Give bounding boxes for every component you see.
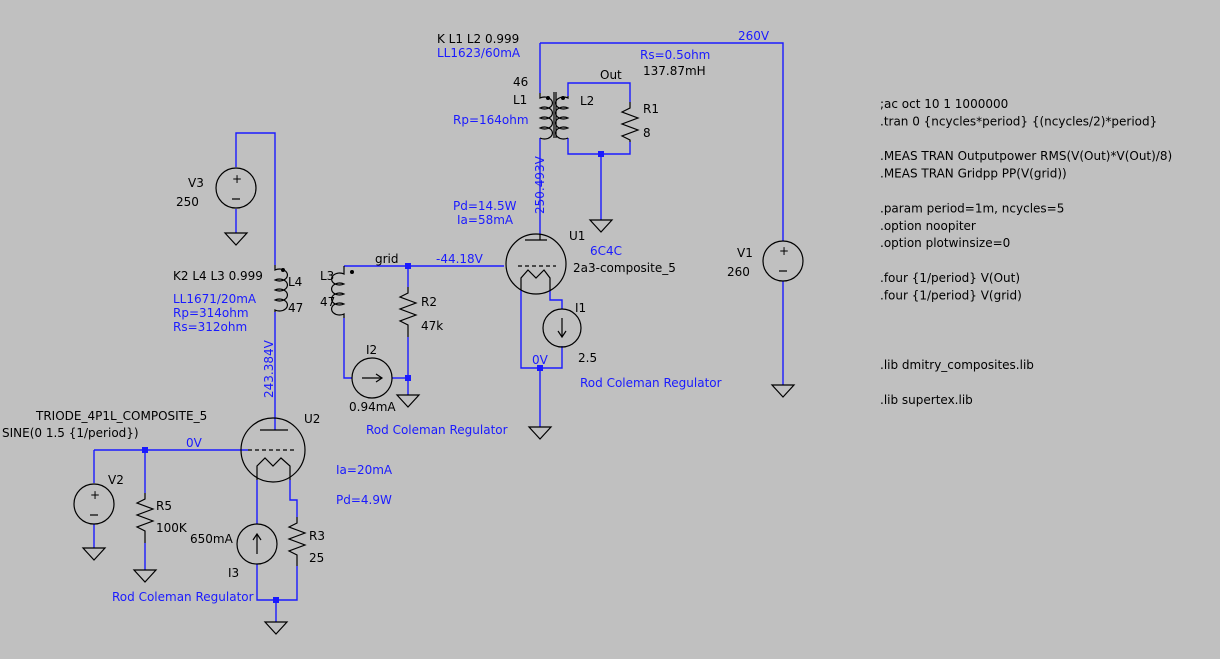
inductor-l3[interactable]	[331, 266, 354, 318]
junctions	[142, 151, 604, 603]
u1-ref: U1	[569, 229, 585, 243]
spice-directive-line: .lib dmitry_composites.lib	[880, 358, 1034, 372]
u2-pd: Pd=4.9W	[336, 493, 392, 507]
u2-ia: Ia=20mA	[336, 463, 393, 477]
r5-value: 100K	[156, 521, 188, 535]
voltage-label-u2-plate: 243.384V	[262, 339, 276, 398]
v1-value: 260	[727, 265, 750, 279]
r2-ref: R2	[421, 295, 437, 309]
u2-model: TRIODE_4P1L_COMPOSITE_5	[35, 409, 207, 423]
r1-ref: R1	[643, 102, 659, 116]
r1-value: 8	[643, 126, 651, 140]
spice-directive-line: .four {1/period} V(Out)	[880, 271, 1020, 285]
u1-ia: Ia=58mA	[457, 213, 514, 227]
u1-tube: 6C4C	[590, 244, 622, 258]
spice-directive-line: .param period=1m, ncycles=5	[880, 201, 1064, 215]
l2-ref: L2	[580, 94, 594, 108]
r3-ref: R3	[309, 529, 325, 543]
coupling-k1-label: K L1 L2 0.999	[437, 32, 519, 46]
spice-directives: ;ac oct 10 1 1000000 .tran 0 {ncycles*per…	[880, 97, 1172, 407]
l1-rp: Rp=164ohm	[453, 113, 529, 127]
l4-value: 47	[288, 301, 303, 315]
voltage-label-u1-cathode: 0V	[532, 353, 549, 367]
svg-text:+: +	[779, 244, 789, 258]
triode-u2[interactable]	[240, 417, 306, 483]
net-label-260v: 260V	[738, 29, 770, 43]
svg-text:+: +	[90, 488, 100, 502]
coupling-k1-type: LL1623/60mA	[437, 46, 521, 60]
inductor-l2[interactable]	[555, 96, 570, 140]
l4-rs: Rs=312ohm	[173, 320, 247, 334]
i3-value: 650mA	[190, 532, 234, 546]
spice-directive-line: .MEAS TRAN Gridpp PP(V(grid))	[880, 167, 1067, 181]
i2-value: 0.94mA	[349, 400, 396, 414]
spice-directive-line: ;ac oct 10 1 1000000	[880, 97, 1008, 111]
u1-pd: Pd=14.5W	[453, 199, 517, 213]
u2-ref: U2	[304, 412, 320, 426]
i3-label: Rod Coleman Regulator	[112, 590, 254, 604]
v2-ref: V2	[108, 473, 124, 487]
v3-ref: V3	[188, 176, 204, 190]
coupling-k2-label: K2 L4 L3 0.999	[173, 269, 263, 283]
net-label-grid: grid	[375, 252, 399, 266]
i1-value: 2.5	[578, 351, 597, 365]
spice-directive-line: .four {1/period} V(grid)	[880, 288, 1022, 302]
l3-value: 47	[320, 295, 335, 309]
current-source-i3[interactable]	[236, 523, 278, 565]
l4-type: LL1671/20mA	[173, 292, 257, 306]
current-source-i2[interactable]	[351, 357, 393, 399]
spice-directive-line: .option plotwinsize=0	[880, 236, 1010, 250]
l2-value: 137.87mH	[643, 64, 706, 78]
net-label-out: Out	[600, 68, 622, 82]
inductor-l1[interactable]	[538, 93, 553, 140]
r2-value: 47k	[421, 319, 443, 333]
triode-u1[interactable]	[505, 233, 567, 295]
i3-ref: I3	[228, 566, 239, 580]
r3-value: 25	[309, 551, 324, 565]
voltage-label-u2-grid: 0V	[186, 436, 203, 450]
current-source-i1[interactable]	[542, 308, 582, 348]
spice-directive-line: .tran 0 {ncycles*period} {(ncycles/2)*pe…	[880, 114, 1157, 128]
spice-directive-line: .option noopiter	[880, 219, 976, 233]
spice-directive-line: .MEAS TRAN Outputpower RMS(V(Out)*V(Out)…	[880, 149, 1172, 163]
v1-ref: V1	[737, 246, 753, 260]
voltage-source-v2[interactable]: +	[73, 483, 115, 525]
i1-ref: I1	[575, 301, 586, 315]
i2-label: Rod Coleman Regulator	[366, 423, 508, 437]
l3-ref: L3	[320, 269, 334, 283]
l1-ref: L1	[513, 93, 527, 107]
v2-value: SINE(0 1.5 {1/period})	[2, 426, 139, 440]
l1-value: 46	[513, 75, 528, 89]
resistor-r3[interactable]	[287, 517, 307, 566]
inductor-l4[interactable]	[273, 265, 288, 312]
l2-rs: Rs=0.5ohm	[640, 48, 710, 62]
i1-label: Rod Coleman Regulator	[580, 376, 722, 390]
resistor-r5[interactable]	[135, 493, 155, 543]
resistor-r2[interactable]	[398, 287, 418, 337]
spice-directive-line: .lib supertex.lib	[880, 393, 973, 407]
i2-ref: I2	[366, 343, 377, 357]
r5-ref: R5	[156, 499, 172, 513]
l4-ref: L4	[288, 275, 302, 289]
ground-symbols	[81, 219, 796, 635]
voltage-source-v1[interactable]: +	[762, 240, 804, 282]
voltage-source-v3[interactable]: +	[215, 167, 257, 209]
u1-model: 2a3-composite_5	[573, 261, 676, 275]
svg-text:+: +	[232, 172, 242, 186]
voltage-label-u1-plate: 250.493V	[533, 155, 547, 214]
resistor-r1[interactable]	[620, 102, 640, 142]
v3-value: 250	[176, 195, 199, 209]
l4-rp: Rp=314ohm	[173, 306, 249, 320]
voltage-label-grid: -44.18V	[436, 252, 484, 266]
